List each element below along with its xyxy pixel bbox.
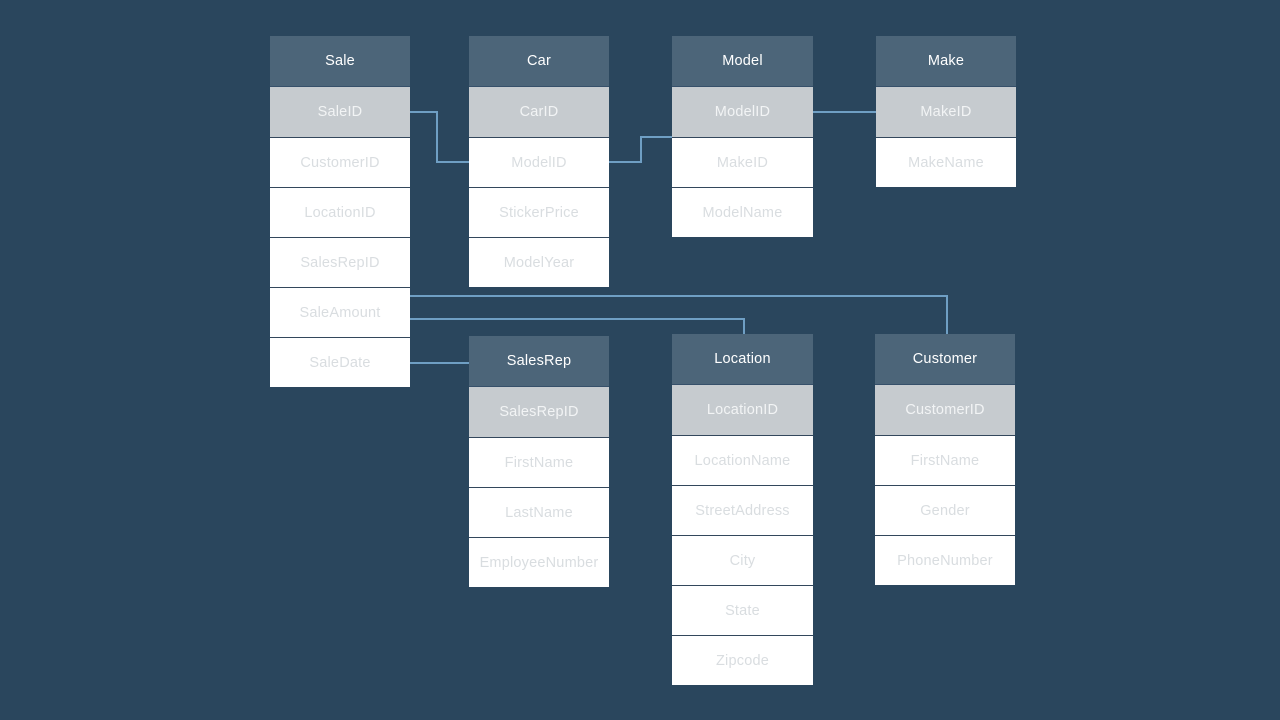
attribute-row-car-stickerprice[interactable]: StickerPrice — [469, 187, 609, 237]
attribute-row-sale-saleid[interactable]: SaleID — [270, 87, 410, 137]
attribute-row-customer-gender[interactable]: Gender — [875, 485, 1015, 535]
attribute-row-customer-firstname[interactable]: FirstName — [875, 435, 1015, 485]
entity-title-sale: Sale — [270, 36, 410, 87]
attribute-row-salesrep-firstname[interactable]: FirstName — [469, 437, 609, 487]
attribute-row-make-makename[interactable]: MakeName — [876, 137, 1016, 187]
entity-title-make: Make — [876, 36, 1016, 87]
attribute-row-salesrep-lastname[interactable]: LastName — [469, 487, 609, 537]
attribute-row-location-state[interactable]: State — [672, 585, 813, 635]
attribute-row-car-modelyear[interactable]: ModelYear — [469, 237, 609, 287]
attribute-row-location-city[interactable]: City — [672, 535, 813, 585]
attribute-row-make-makeid[interactable]: MakeID — [876, 87, 1016, 137]
attribute-row-salesrep-salesrepid[interactable]: SalesRepID — [469, 387, 609, 437]
relationship-line-model-car — [607, 136, 674, 163]
attribute-row-sale-salesrepid[interactable]: SalesRepID — [270, 237, 410, 287]
relationship-line-car-sale — [403, 111, 471, 163]
attribute-row-location-locationname[interactable]: LocationName — [672, 435, 813, 485]
attribute-row-location-locationid[interactable]: LocationID — [672, 385, 813, 435]
attribute-row-sale-saledate[interactable]: SaleDate — [270, 337, 410, 387]
entity-title-customer: Customer — [875, 334, 1015, 385]
attribute-row-salesrep-employeenumber[interactable]: EmployeeNumber — [469, 537, 609, 587]
attribute-row-customer-phonenumber[interactable]: PhoneNumber — [875, 535, 1015, 585]
attribute-row-location-zipcode[interactable]: Zipcode — [672, 635, 813, 685]
relationship-line-customer-sale — [409, 295, 948, 336]
attribute-row-model-makeid[interactable]: MakeID — [672, 137, 813, 187]
entity-title-car: Car — [469, 36, 609, 87]
attribute-row-sale-locationid[interactable]: LocationID — [270, 187, 410, 237]
entity-title-model: Model — [672, 36, 813, 87]
attribute-row-sale-customerid[interactable]: CustomerID — [270, 137, 410, 187]
entity-title-location: Location — [672, 334, 813, 385]
attribute-row-car-carid[interactable]: CarID — [469, 87, 609, 137]
attribute-row-location-streetaddress[interactable]: StreetAddress — [672, 485, 813, 535]
attribute-row-model-modelid[interactable]: ModelID — [672, 87, 813, 137]
attribute-row-customer-customerid[interactable]: CustomerID — [875, 385, 1015, 435]
attribute-row-sale-saleamount[interactable]: SaleAmount — [270, 287, 410, 337]
attribute-row-model-modelname[interactable]: ModelName — [672, 187, 813, 237]
entity-title-salesrep: SalesRep — [469, 336, 609, 387]
attribute-row-car-modelid[interactable]: ModelID — [469, 137, 609, 187]
